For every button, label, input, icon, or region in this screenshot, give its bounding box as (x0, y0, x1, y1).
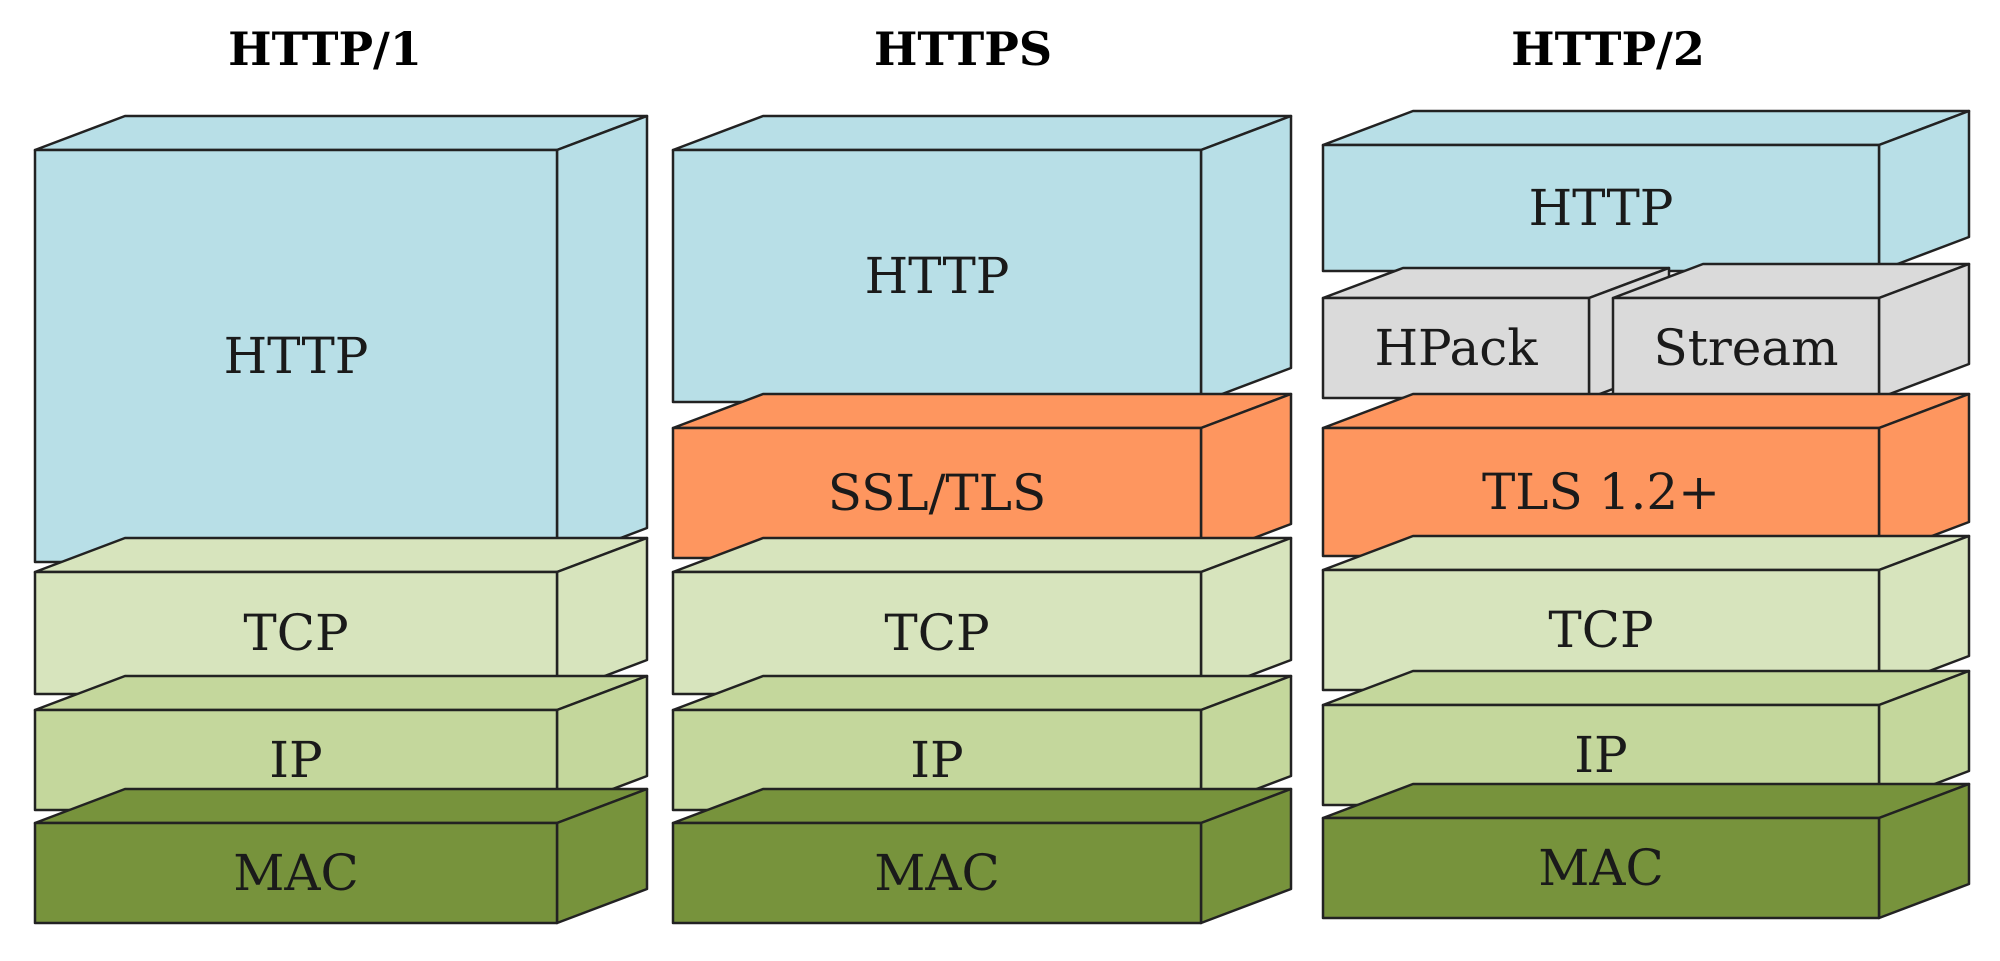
layer-box-http: HTTP (671, 114, 1293, 404)
layer-box-tcp: TCP (1321, 534, 1971, 692)
layer-top-face (33, 114, 649, 152)
stack-title-http2: HTTP/2 (1511, 22, 1705, 76)
layer-box-stream: Stream (1611, 262, 1971, 400)
layer-top-face (671, 114, 1293, 152)
layer-front-face (33, 821, 559, 925)
layer-top-face (1321, 669, 1971, 707)
layer-box-tcp: TCP (33, 536, 649, 696)
layer-top-face (33, 536, 649, 574)
layer-top-face (1321, 534, 1971, 572)
layer-top-face (1321, 392, 1971, 430)
layer-side-face (555, 114, 649, 564)
layer-label-mac: MAC (233, 844, 359, 902)
layer-label-http: HTTP (1529, 179, 1674, 237)
layer-top-face (671, 536, 1293, 574)
stack-title-https: HTTPS (874, 22, 1052, 76)
layer-box-ip: IP (1321, 669, 1971, 807)
layer-box-ip: IP (33, 674, 649, 812)
layer-label-tls-1-2: TLS 1.2+ (1482, 463, 1720, 521)
layer-box-http: HTTP (1321, 109, 1971, 273)
layer-side-face (1199, 114, 1293, 404)
layer-top-face (671, 674, 1293, 712)
layer-top-face (671, 392, 1293, 430)
layer-label-stream: Stream (1653, 319, 1838, 377)
layer-boxes: HTTP TCP IP MAC HTTP SSL/TLS TCP IP MAC HTTP HPack… (33, 109, 1971, 925)
layer-box-mac: MAC (1321, 782, 1971, 920)
layer-front-face (671, 821, 1203, 925)
layer-top-face (1321, 782, 1971, 820)
layer-label-hpack: HPack (1374, 319, 1538, 377)
layer-label-http: HTTP (224, 327, 369, 385)
layer-top-face (33, 787, 649, 825)
layer-label-ssl-tls: SSL/TLS (828, 464, 1046, 522)
layer-box-ssl-tls: SSL/TLS (671, 392, 1293, 560)
layer-label-ip: IP (269, 731, 322, 789)
layer-box-hpack: HPack (1321, 266, 1671, 400)
layer-label-tcp: TCP (884, 604, 989, 662)
stack-title-http1: HTTP/1 (228, 22, 422, 76)
layer-box-tcp: TCP (671, 536, 1293, 696)
layer-top-face (33, 674, 649, 712)
layer-label-http: HTTP (865, 247, 1010, 305)
layer-box-mac: MAC (671, 787, 1293, 925)
layer-box-http: HTTP (33, 114, 649, 564)
layer-label-ip: IP (910, 731, 963, 789)
layer-label-tcp: TCP (243, 604, 348, 662)
layer-box-mac: MAC (33, 787, 649, 925)
layer-box-tls-1-2: TLS 1.2+ (1321, 392, 1971, 558)
layer-top-face (671, 787, 1293, 825)
layer-label-mac: MAC (874, 844, 1000, 902)
layer-front-face (1321, 816, 1881, 920)
layer-top-face (1321, 109, 1971, 147)
layer-label-tcp: TCP (1548, 601, 1653, 659)
layer-label-mac: MAC (1538, 839, 1664, 897)
layer-label-ip: IP (1574, 726, 1627, 784)
layer-box-ip: IP (671, 674, 1293, 812)
